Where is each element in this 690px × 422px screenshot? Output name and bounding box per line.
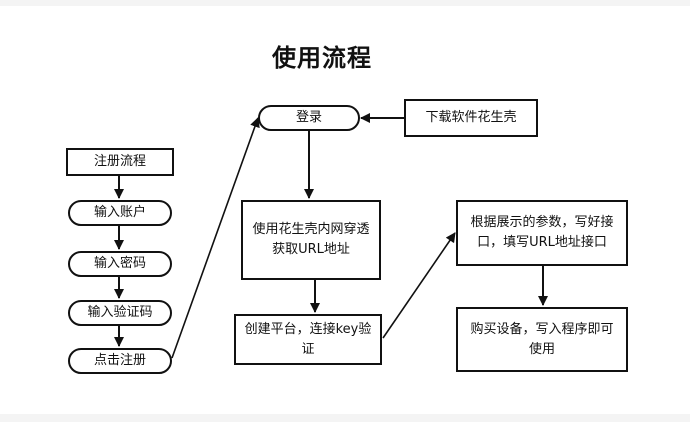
node-login: 登录 (258, 105, 360, 131)
node-download: 下载软件花生壳 (404, 99, 538, 137)
node-click-register: 点击注册 (68, 348, 172, 374)
node-fill-url: 根据展示的参数，写好接口，填写URL地址接口 (456, 200, 628, 266)
node-input-password: 输入密码 (68, 251, 172, 277)
arrow-platform-to-fillurl (382, 232, 456, 339)
arrow-click-to-login (171, 117, 260, 359)
node-use-intranet: 使用花生壳内网穿透获取URL地址 (241, 200, 381, 280)
node-input-account: 输入账户 (68, 200, 172, 226)
node-register-flow: 注册流程 (66, 148, 174, 176)
node-buy-device: 购买设备，写入程序即可使用 (456, 307, 628, 372)
node-input-code: 输入验证码 (68, 300, 172, 326)
diagram-title: 使用流程 (272, 44, 372, 72)
node-create-platform: 创建平台，连接key验证 (234, 314, 382, 365)
